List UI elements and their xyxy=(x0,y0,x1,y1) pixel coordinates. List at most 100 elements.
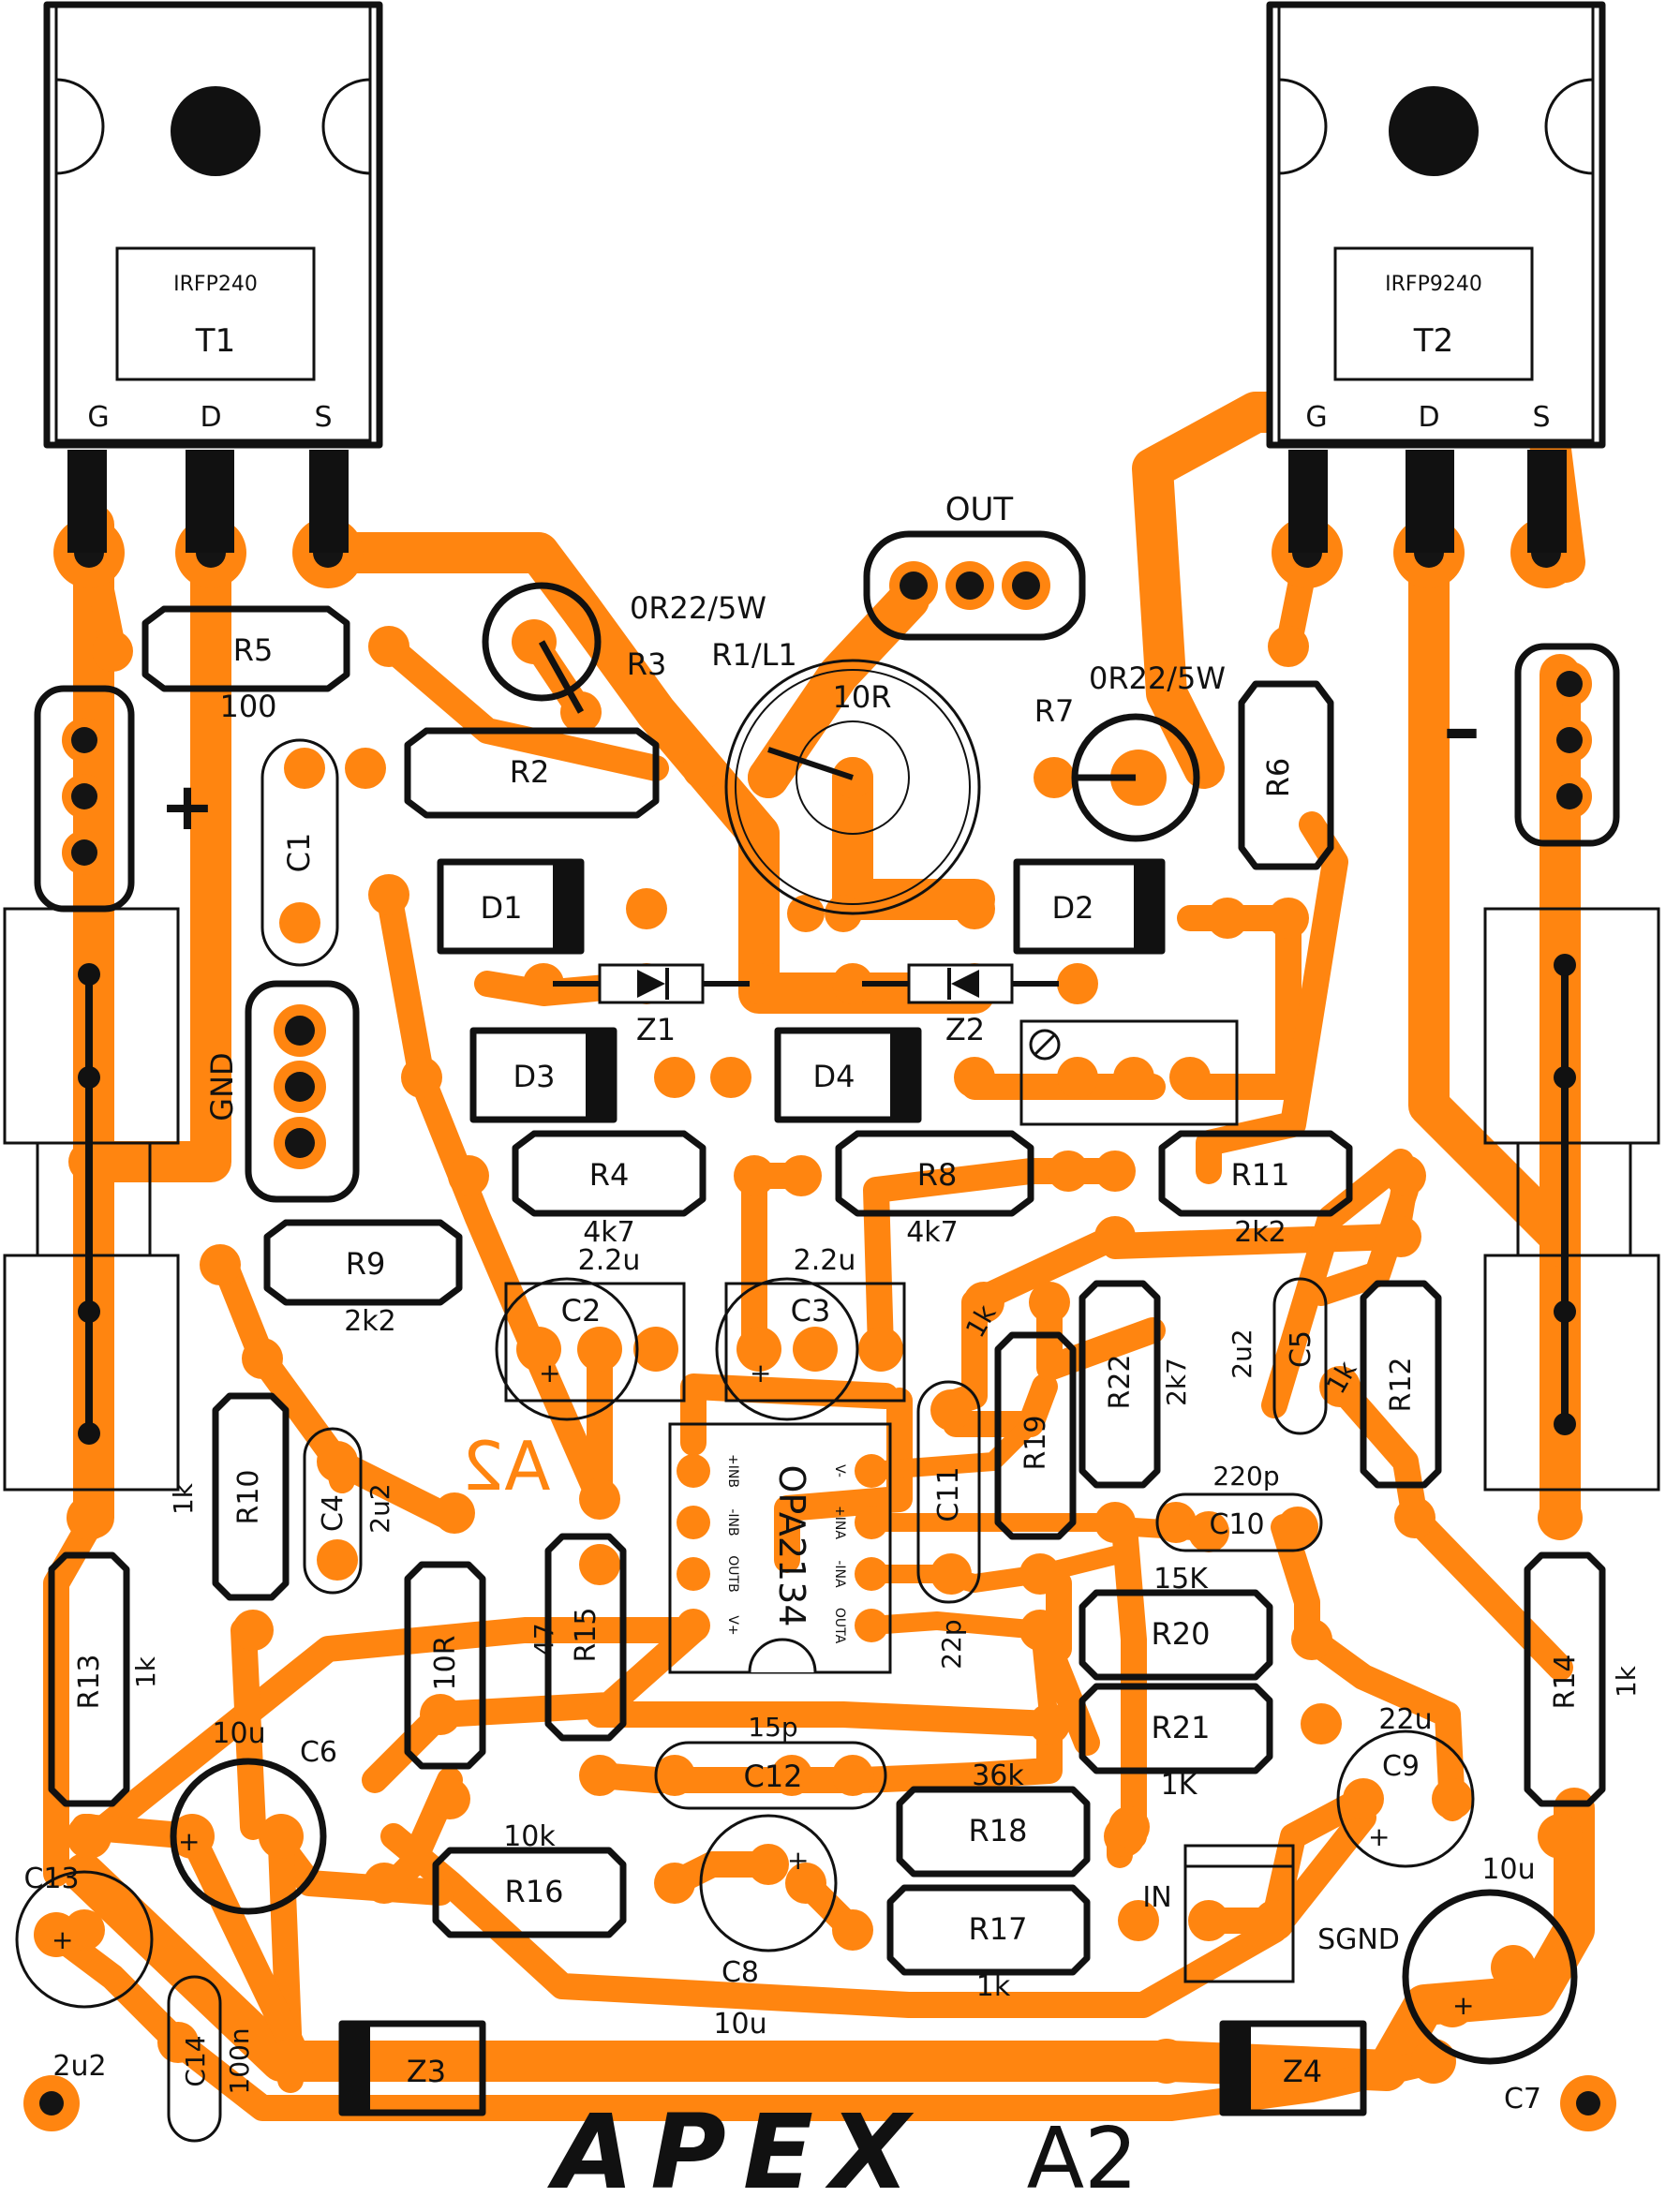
t2-pin-g: G xyxy=(1305,401,1327,434)
svg-text:D3: D3 xyxy=(513,1059,556,1094)
t1-pin-d: D xyxy=(200,401,221,434)
svg-text:C4: C4 xyxy=(317,1494,350,1532)
capacitor-c4: C4 2u2 xyxy=(303,1427,395,1595)
zener-z1: Z1 xyxy=(553,963,750,1047)
svg-text:+INB: +INB xyxy=(725,1454,740,1488)
resistor-r21: R21 1K xyxy=(1078,1683,1273,1802)
diode-d2: D2 xyxy=(1013,858,1166,955)
t2-pin-d: D xyxy=(1418,401,1439,434)
diode-d3: D3 xyxy=(469,1027,617,1123)
svg-text:C14: C14 xyxy=(180,2035,211,2086)
resistor-r3: 0R22/5W R3 xyxy=(482,582,766,714)
svg-text:C13: C13 xyxy=(23,1863,79,1895)
resistor-r22: R22 2k7 xyxy=(1078,1280,1192,1489)
svg-text:2.2u: 2.2u xyxy=(578,1244,641,1277)
svg-text:Z1: Z1 xyxy=(636,1012,676,1047)
svg-text:V+: V+ xyxy=(725,1615,740,1635)
resistor-r16: R16 10k xyxy=(432,1820,627,1938)
r3-value: 0R22/5W xyxy=(630,590,766,626)
r3-label: R3 xyxy=(627,646,667,682)
t2-ref-label: T2 xyxy=(1413,322,1453,360)
svg-text:R6: R6 xyxy=(1260,758,1296,798)
svg-text:+: + xyxy=(178,1826,200,1857)
svg-text:R20: R20 xyxy=(1152,1616,1211,1652)
svg-text:2k2: 2k2 xyxy=(1234,1216,1287,1249)
zener-z4: Z4 xyxy=(1219,2020,1367,2116)
inductor-r1-l1: R1/L1 10R xyxy=(711,637,981,915)
svg-text:R15: R15 xyxy=(570,1607,602,1662)
svg-text:47: 47 xyxy=(528,1623,559,1656)
minus-sign: – xyxy=(1443,685,1480,772)
resistor-r14: R14 1k xyxy=(1524,1551,1642,1807)
transistor-t1: IRFP240 T1 G D S xyxy=(43,1,383,553)
svg-text:15p: 15p xyxy=(748,1712,797,1743)
gnd-connector: GND xyxy=(204,980,360,1203)
svg-text:1k: 1k xyxy=(976,1970,1011,2003)
svg-text:+: + xyxy=(539,1358,560,1388)
svg-text:R9: R9 xyxy=(346,1246,386,1282)
capacitor-c11: C11 22p xyxy=(916,1380,981,1670)
svg-text:V-: V- xyxy=(832,1464,847,1477)
svg-text:Z3: Z3 xyxy=(407,2054,446,2089)
svg-text:4k7: 4k7 xyxy=(906,1216,959,1249)
fuse-holder-left xyxy=(3,907,180,1492)
resistor-r18: R18 36k xyxy=(896,1759,1091,1878)
svg-text:R19: R19 xyxy=(1019,1415,1052,1470)
svg-text:10R: 10R xyxy=(429,1635,462,1690)
opamp-ic: OPA2134 +INB -INB OUTB V+ V- +INA -INA O… xyxy=(668,1422,892,1674)
svg-text:R10: R10 xyxy=(232,1469,265,1524)
svg-text:22u: 22u xyxy=(1378,1703,1432,1736)
svg-text:+: + xyxy=(787,1845,809,1876)
model-name: A2 xyxy=(1027,2110,1138,2208)
svg-text:1k: 1k xyxy=(130,1655,161,1688)
plus-sign: + xyxy=(160,768,216,845)
diode-d1: D1 xyxy=(437,858,585,955)
t1-ref-label: T1 xyxy=(195,322,235,360)
svg-text:-INB: -INB xyxy=(725,1508,740,1536)
capacitor-c14: C14 100n xyxy=(167,1975,255,2143)
svg-text:+: + xyxy=(1368,1821,1390,1852)
capacitor-c2: + C2 2.2u xyxy=(495,1244,686,1421)
svg-text:C8: C8 xyxy=(721,1956,759,1989)
svg-text:OUTA: OUTA xyxy=(832,1608,847,1644)
board-mark: A2 xyxy=(461,1427,550,1506)
svg-text:R22: R22 xyxy=(1104,1354,1137,1409)
svg-text:C5: C5 xyxy=(1285,1330,1317,1368)
in-label: IN xyxy=(1142,1881,1171,1914)
diode-d4: D4 xyxy=(774,1027,922,1123)
resistor-r7: 0R22/5W R7 xyxy=(1034,661,1226,842)
svg-text:2.2u: 2.2u xyxy=(794,1244,856,1277)
svg-text:220p: 220p xyxy=(1212,1461,1279,1492)
t2-pin-s: S xyxy=(1532,401,1550,434)
brand-logo: APEX A2 xyxy=(546,2092,1138,2212)
svg-text:2k2: 2k2 xyxy=(344,1305,396,1338)
resistor-r12: R12 1k xyxy=(1320,1280,1442,1489)
r7-label: R7 xyxy=(1034,693,1075,729)
zener-z3: Z3 xyxy=(338,2020,486,2116)
resistor-r2: R2 xyxy=(404,727,660,819)
svg-text:C7: C7 xyxy=(1504,2083,1541,2116)
capacitor-c8: + C8 10u xyxy=(699,1814,838,2041)
svg-text:R16: R16 xyxy=(505,1874,564,1909)
svg-text:A2: A2 xyxy=(461,1427,550,1506)
svg-text:R18: R18 xyxy=(969,1813,1028,1848)
svg-text:C12: C12 xyxy=(743,1759,802,1794)
svg-text:10u: 10u xyxy=(713,2008,766,2041)
capacitor-c6: + C6 10u xyxy=(170,1717,337,1915)
resistors: R5 100 R2 R6 R4 4k7 R8 4k7 R11 2k2 xyxy=(48,605,1642,2003)
power-connector-minus: – xyxy=(1443,643,1620,847)
svg-text:1K: 1K xyxy=(1161,1769,1198,1802)
svg-text:R8: R8 xyxy=(917,1157,958,1193)
r7-value: 0R22/5W xyxy=(1089,661,1226,696)
svg-text:C3: C3 xyxy=(791,1293,831,1329)
resistor-r15: R15 47 xyxy=(528,1533,627,1742)
t1-part-label: IRFP240 xyxy=(173,273,258,296)
capacitor-c5: C5 2u2 xyxy=(1227,1277,1328,1435)
svg-text:+INA: +INA xyxy=(832,1506,847,1539)
svg-text:100: 100 xyxy=(219,689,276,724)
svg-text:Z2: Z2 xyxy=(945,1012,985,1047)
capacitors: C1 + C2 2.2u + C3 2.2u C4 2u2 C5 2u2 xyxy=(15,738,1578,2143)
transistor-t2: IRFP9240 T2 G D S xyxy=(1266,1,1606,553)
brand-name: APEX xyxy=(546,2092,927,2212)
resistor-r6: R6 xyxy=(1238,680,1334,870)
